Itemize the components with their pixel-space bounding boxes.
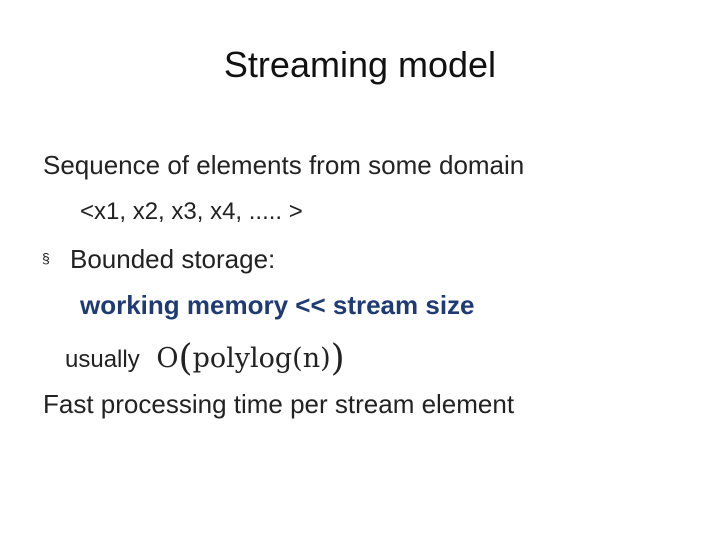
usually-line: usually O(polylog(n)) (65, 338, 345, 379)
bounded-storage-label: Bounded storage: (70, 244, 276, 274)
open-paren: ( (178, 338, 193, 379)
close-paren: ) (330, 338, 345, 379)
polylog-term: polylog(n) (192, 343, 331, 374)
usually-label: usually (65, 346, 140, 373)
big-o-symbol: O (156, 343, 179, 374)
big-o-expression: O(polylog(n)) (156, 338, 344, 379)
sequence-line: Sequence of elements from some domain (43, 150, 525, 180)
working-memory-line: working memory << stream size (80, 290, 475, 320)
square-bullet-icon: § (42, 250, 50, 267)
slide-title: Streaming model (223, 44, 497, 85)
fast-processing-line: Fast processing time per stream element (43, 389, 515, 419)
elements-sequence-line: <x1, x2, x3, x4, ..... > (80, 198, 303, 225)
bounded-storage-item: § Bounded storage: (42, 244, 275, 275)
